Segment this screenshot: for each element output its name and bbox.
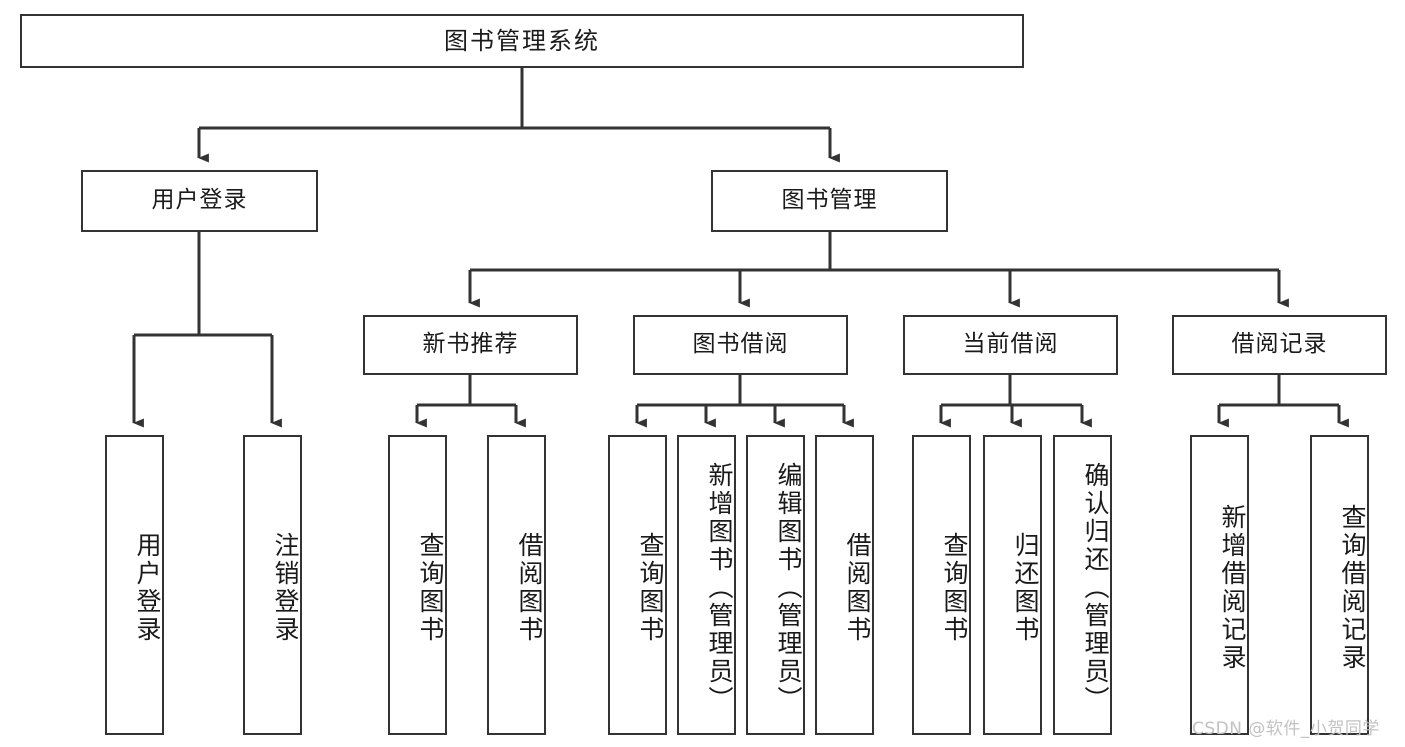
leaf-edit-book-admin[interactable]: 编辑图书（管理员） bbox=[746, 435, 805, 735]
leaf-return-book-label: 归还图书 bbox=[1011, 532, 1040, 644]
node-user-login[interactable]: 用户登录 bbox=[81, 170, 318, 232]
node-book-borrow-label: 图书借阅 bbox=[692, 331, 789, 358]
leaf-add-borrow-record[interactable]: 新增借阅记录 bbox=[1190, 435, 1249, 735]
node-book-borrow[interactable]: 图书借阅 bbox=[633, 315, 848, 375]
leaf-borrow-book-nbr-label: 借阅图书 bbox=[515, 532, 544, 644]
leaf-query-book-nbr-label: 查询图书 bbox=[416, 532, 445, 644]
node-root-label: 图书管理系统 bbox=[444, 26, 600, 55]
leaf-borrow-book-bb-label: 借阅图书 bbox=[843, 532, 872, 644]
leaf-query-borrow-record[interactable]: 查询借阅记录 bbox=[1310, 435, 1369, 735]
leaf-user-login[interactable]: 用户登录 bbox=[105, 435, 164, 735]
leaf-add-book-admin-label: 新增图书（管理员） bbox=[705, 462, 734, 714]
leaf-confirm-return-admin-label: 确认归还（管理员） bbox=[1081, 462, 1110, 714]
node-borrow-record-label: 借阅记录 bbox=[1231, 331, 1328, 358]
leaf-add-book-admin[interactable]: 新增图书（管理员） bbox=[677, 435, 736, 735]
node-current-borrow[interactable]: 当前借阅 bbox=[903, 315, 1118, 375]
leaf-confirm-return-admin[interactable]: 确认归还（管理员） bbox=[1053, 435, 1112, 735]
leaf-user-login-label: 用户登录 bbox=[133, 532, 162, 644]
leaf-logout-label: 注销登录 bbox=[271, 532, 300, 644]
leaf-query-book-cb[interactable]: 查询图书 bbox=[912, 435, 971, 735]
leaf-borrow-book-nbr[interactable]: 借阅图书 bbox=[487, 435, 546, 735]
node-root[interactable]: 图书管理系统 bbox=[20, 14, 1024, 68]
node-book-management[interactable]: 图书管理 bbox=[711, 170, 948, 232]
leaf-return-book[interactable]: 归还图书 bbox=[983, 435, 1042, 735]
leaf-add-borrow-record-label: 新增借阅记录 bbox=[1218, 504, 1247, 672]
leaf-borrow-book-bb[interactable]: 借阅图书 bbox=[815, 435, 874, 735]
leaf-query-book-nbr[interactable]: 查询图书 bbox=[388, 435, 447, 735]
node-new-book-recommend-label: 新书推荐 bbox=[422, 331, 519, 358]
leaf-logout[interactable]: 注销登录 bbox=[243, 435, 302, 735]
leaf-query-book-bb-label: 查询图书 bbox=[636, 532, 665, 644]
leaf-query-book-bb[interactable]: 查询图书 bbox=[608, 435, 667, 735]
csdn-watermark: CSDN @软件_小贺同学 bbox=[1192, 719, 1380, 739]
leaf-edit-book-admin-label: 编辑图书（管理员） bbox=[774, 462, 803, 714]
node-new-book-recommend[interactable]: 新书推荐 bbox=[363, 315, 578, 375]
node-borrow-record[interactable]: 借阅记录 bbox=[1172, 315, 1387, 375]
leaf-query-book-cb-label: 查询图书 bbox=[940, 532, 969, 644]
node-book-management-label: 图书管理 bbox=[781, 187, 878, 214]
node-current-borrow-label: 当前借阅 bbox=[962, 331, 1059, 358]
node-user-login-label: 用户登录 bbox=[151, 187, 248, 214]
leaf-query-borrow-record-label: 查询借阅记录 bbox=[1338, 504, 1367, 672]
